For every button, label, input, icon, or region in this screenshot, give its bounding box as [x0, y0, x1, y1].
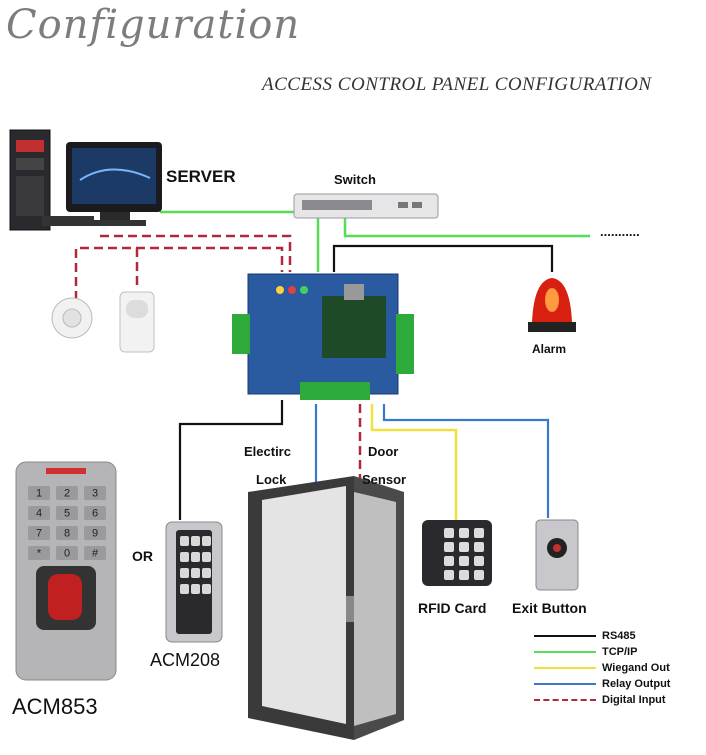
acm853-keypad: 1 2 3 4 5 6 7 8 9 * 0 # [28, 486, 106, 560]
keypad-key [84, 546, 106, 560]
rs485-wires [178, 244, 554, 520]
keypad-key [28, 486, 50, 500]
keypad-key [56, 526, 78, 540]
keypad-key-label: 9 [92, 528, 98, 540]
door-sensor-label-2: Sensor [362, 472, 407, 487]
keypad-key [459, 542, 469, 552]
electric-lock-label-1: Electirc [244, 444, 291, 459]
keypad-key-label: 2 [64, 488, 70, 500]
keypad-key [444, 570, 454, 580]
legend-swatch [534, 683, 596, 685]
wiegand-wires [370, 404, 458, 520]
keypad-key-label: * [37, 548, 42, 560]
keypad-key [202, 552, 211, 562]
keypad-key [191, 584, 200, 594]
keypad-key [202, 568, 211, 578]
keypad-key [84, 526, 106, 540]
keypad-key-label: 0 [64, 548, 70, 560]
switch-label: Switch [334, 172, 376, 187]
smoke-detector [51, 297, 93, 339]
continuation-dots: ........... [600, 224, 640, 239]
door-sensor-label-1: Door [368, 444, 399, 459]
legend-label: Relay Output [602, 678, 671, 690]
alarm-label: Alarm [532, 342, 567, 356]
exit-button-device [535, 519, 579, 591]
legend-swatch [534, 667, 596, 669]
keypad-key-label: 1 [36, 488, 42, 500]
keypad-key [191, 568, 200, 578]
exit-button-label: Exit Button [512, 600, 587, 616]
keypad-key [56, 486, 78, 500]
keypad-key [28, 526, 50, 540]
acm853-label: ACM853 [12, 694, 98, 719]
keypad-key [202, 584, 211, 594]
legend-item: RS485 [534, 628, 670, 644]
relay-wires [314, 404, 550, 518]
legend-label: Wiegand Out [602, 662, 670, 674]
rfid-keypad [444, 528, 484, 580]
keypad-key [444, 528, 454, 538]
keypad-key [84, 506, 106, 520]
keypad-key-label: 3 [92, 488, 98, 500]
or-label: OR [132, 548, 153, 564]
keypad-key [444, 542, 454, 552]
keypad-key [459, 570, 469, 580]
legend-label: RS485 [602, 630, 636, 642]
keypad-key [202, 536, 211, 546]
keypad-key-label: 7 [36, 528, 42, 540]
motion-sensor [119, 291, 155, 353]
legend-swatch [534, 651, 596, 653]
keypad-key [28, 546, 50, 560]
page-title: Configuration [6, 2, 301, 48]
keypad-key [56, 546, 78, 560]
legend-item: Digital Input [534, 692, 670, 708]
acm208-label: ACM208 [150, 650, 221, 670]
keypad-key [474, 542, 484, 552]
keypad-key [191, 552, 200, 562]
keypad-key [191, 536, 200, 546]
diagram-subtitle: ACCESS CONTROL PANEL CONFIGURATION [262, 74, 652, 95]
keypad-key-label: 5 [64, 508, 70, 520]
server-label: SERVER [166, 167, 236, 186]
keypad-key [84, 486, 106, 500]
keypad-key-label: # [92, 548, 99, 560]
keypad-key [459, 528, 469, 538]
legend-item: Wiegand Out [534, 660, 670, 676]
keypad-key [459, 556, 469, 566]
keypad-key [474, 570, 484, 580]
legend-label: Digital Input [602, 694, 666, 706]
keypad-key [444, 556, 454, 566]
keypad-key [28, 506, 50, 520]
server-monitor [42, 142, 162, 226]
rfid-card-label: RFID Card [418, 600, 487, 616]
legend-item: Relay Output [534, 676, 670, 692]
keypad-key [180, 552, 189, 562]
keypad-key [56, 506, 78, 520]
acm208-keypad [180, 536, 211, 594]
network-switch [293, 193, 439, 219]
keypad-key [180, 536, 189, 546]
electric-lock-label-2: Lock [256, 472, 287, 487]
alarm-beacon [528, 278, 576, 332]
legend-item: TCP/IP [534, 644, 670, 660]
tcpip-wires [160, 210, 590, 272]
keypad-key [180, 584, 189, 594]
legend-swatch [534, 635, 596, 637]
legend-swatch [534, 699, 596, 701]
keypad-key [474, 528, 484, 538]
keypad-key [180, 568, 189, 578]
digital-input-wires [74, 234, 362, 492]
legend-label: TCP/IP [602, 646, 638, 658]
keypad-key-label: 4 [36, 508, 42, 520]
door [248, 476, 404, 740]
keypad-key-label: 6 [92, 508, 98, 520]
keypad-key-label: 8 [64, 528, 70, 540]
server-tower [9, 129, 51, 231]
keypad-key [474, 556, 484, 566]
control-board [232, 273, 414, 400]
